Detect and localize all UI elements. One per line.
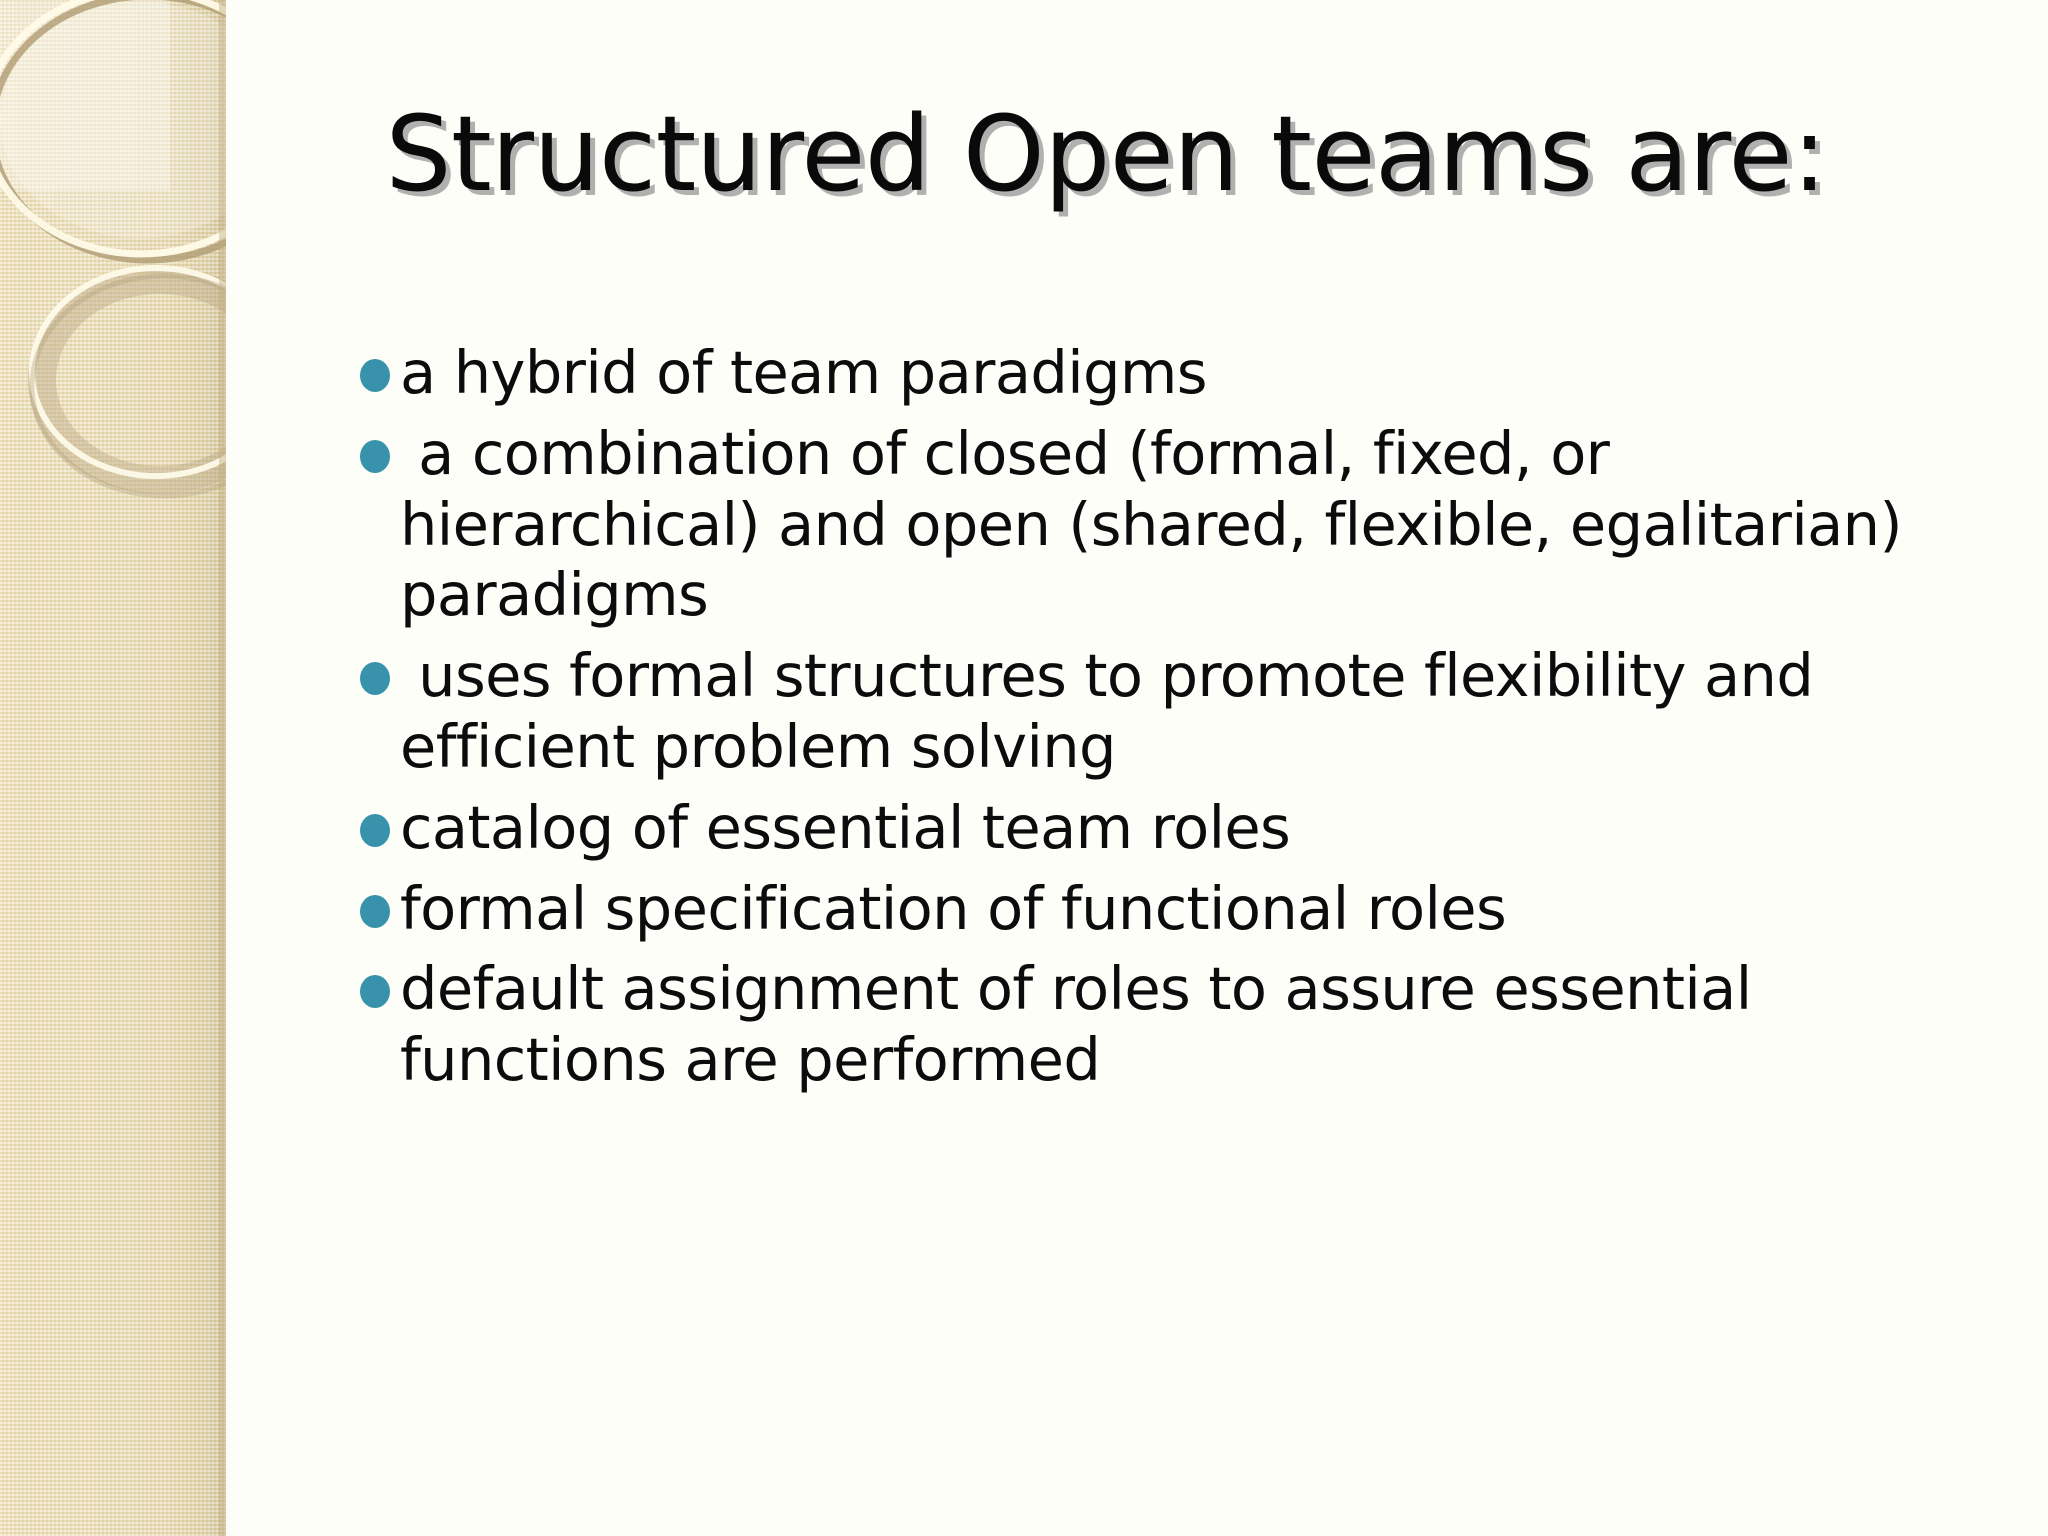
list-item: formal specification of functional roles xyxy=(360,874,1960,945)
lower-circle-band xyxy=(28,266,226,494)
upper-circle-ring-tan xyxy=(0,0,226,264)
upper-circle-fill xyxy=(0,2,226,238)
list-item-text: formal specification of functional roles xyxy=(400,873,1507,943)
list-item-text: a combination of closed (formal, fixed, … xyxy=(400,418,1921,630)
sidebar-edge-stripe xyxy=(219,0,226,1536)
list-item-text: catalog of essential team roles xyxy=(400,792,1291,862)
bullet-dot-icon xyxy=(360,975,390,1009)
upper-circle-ring-cream xyxy=(0,0,226,258)
list-item: a hybrid of team paradigms xyxy=(360,338,1960,409)
list-item-text: a hybrid of team paradigms xyxy=(400,338,1207,407)
bullet-dot-icon xyxy=(360,894,390,928)
bullet-dot-icon xyxy=(360,359,390,392)
slide-body-bullet-list: a hybrid of team paradigms a combination… xyxy=(360,338,1960,1106)
slide-title: Structured Open teams are: xyxy=(385,93,1827,215)
bullet-dot-icon xyxy=(360,439,390,473)
bullet-dot-icon xyxy=(360,813,390,847)
lower-circle-ring-tan xyxy=(29,273,226,499)
list-item: catalog of essential team roles xyxy=(360,793,1960,864)
bullet-dot-icon xyxy=(360,662,390,696)
overlapping-circles-graphic xyxy=(0,0,226,1536)
list-item-text: uses formal structures to promote flexib… xyxy=(400,641,1832,781)
list-item: default assignment of roles to assure es… xyxy=(360,954,1960,1096)
list-item: a combination of closed (formal, fixed, … xyxy=(360,419,1960,631)
lower-circle-ring-cream xyxy=(29,265,226,479)
list-item: uses formal structures to promote flexib… xyxy=(360,641,1960,783)
slide-sidebar-decoration xyxy=(0,0,226,1536)
list-item-text: default assignment of roles to assure es… xyxy=(400,954,1770,1095)
